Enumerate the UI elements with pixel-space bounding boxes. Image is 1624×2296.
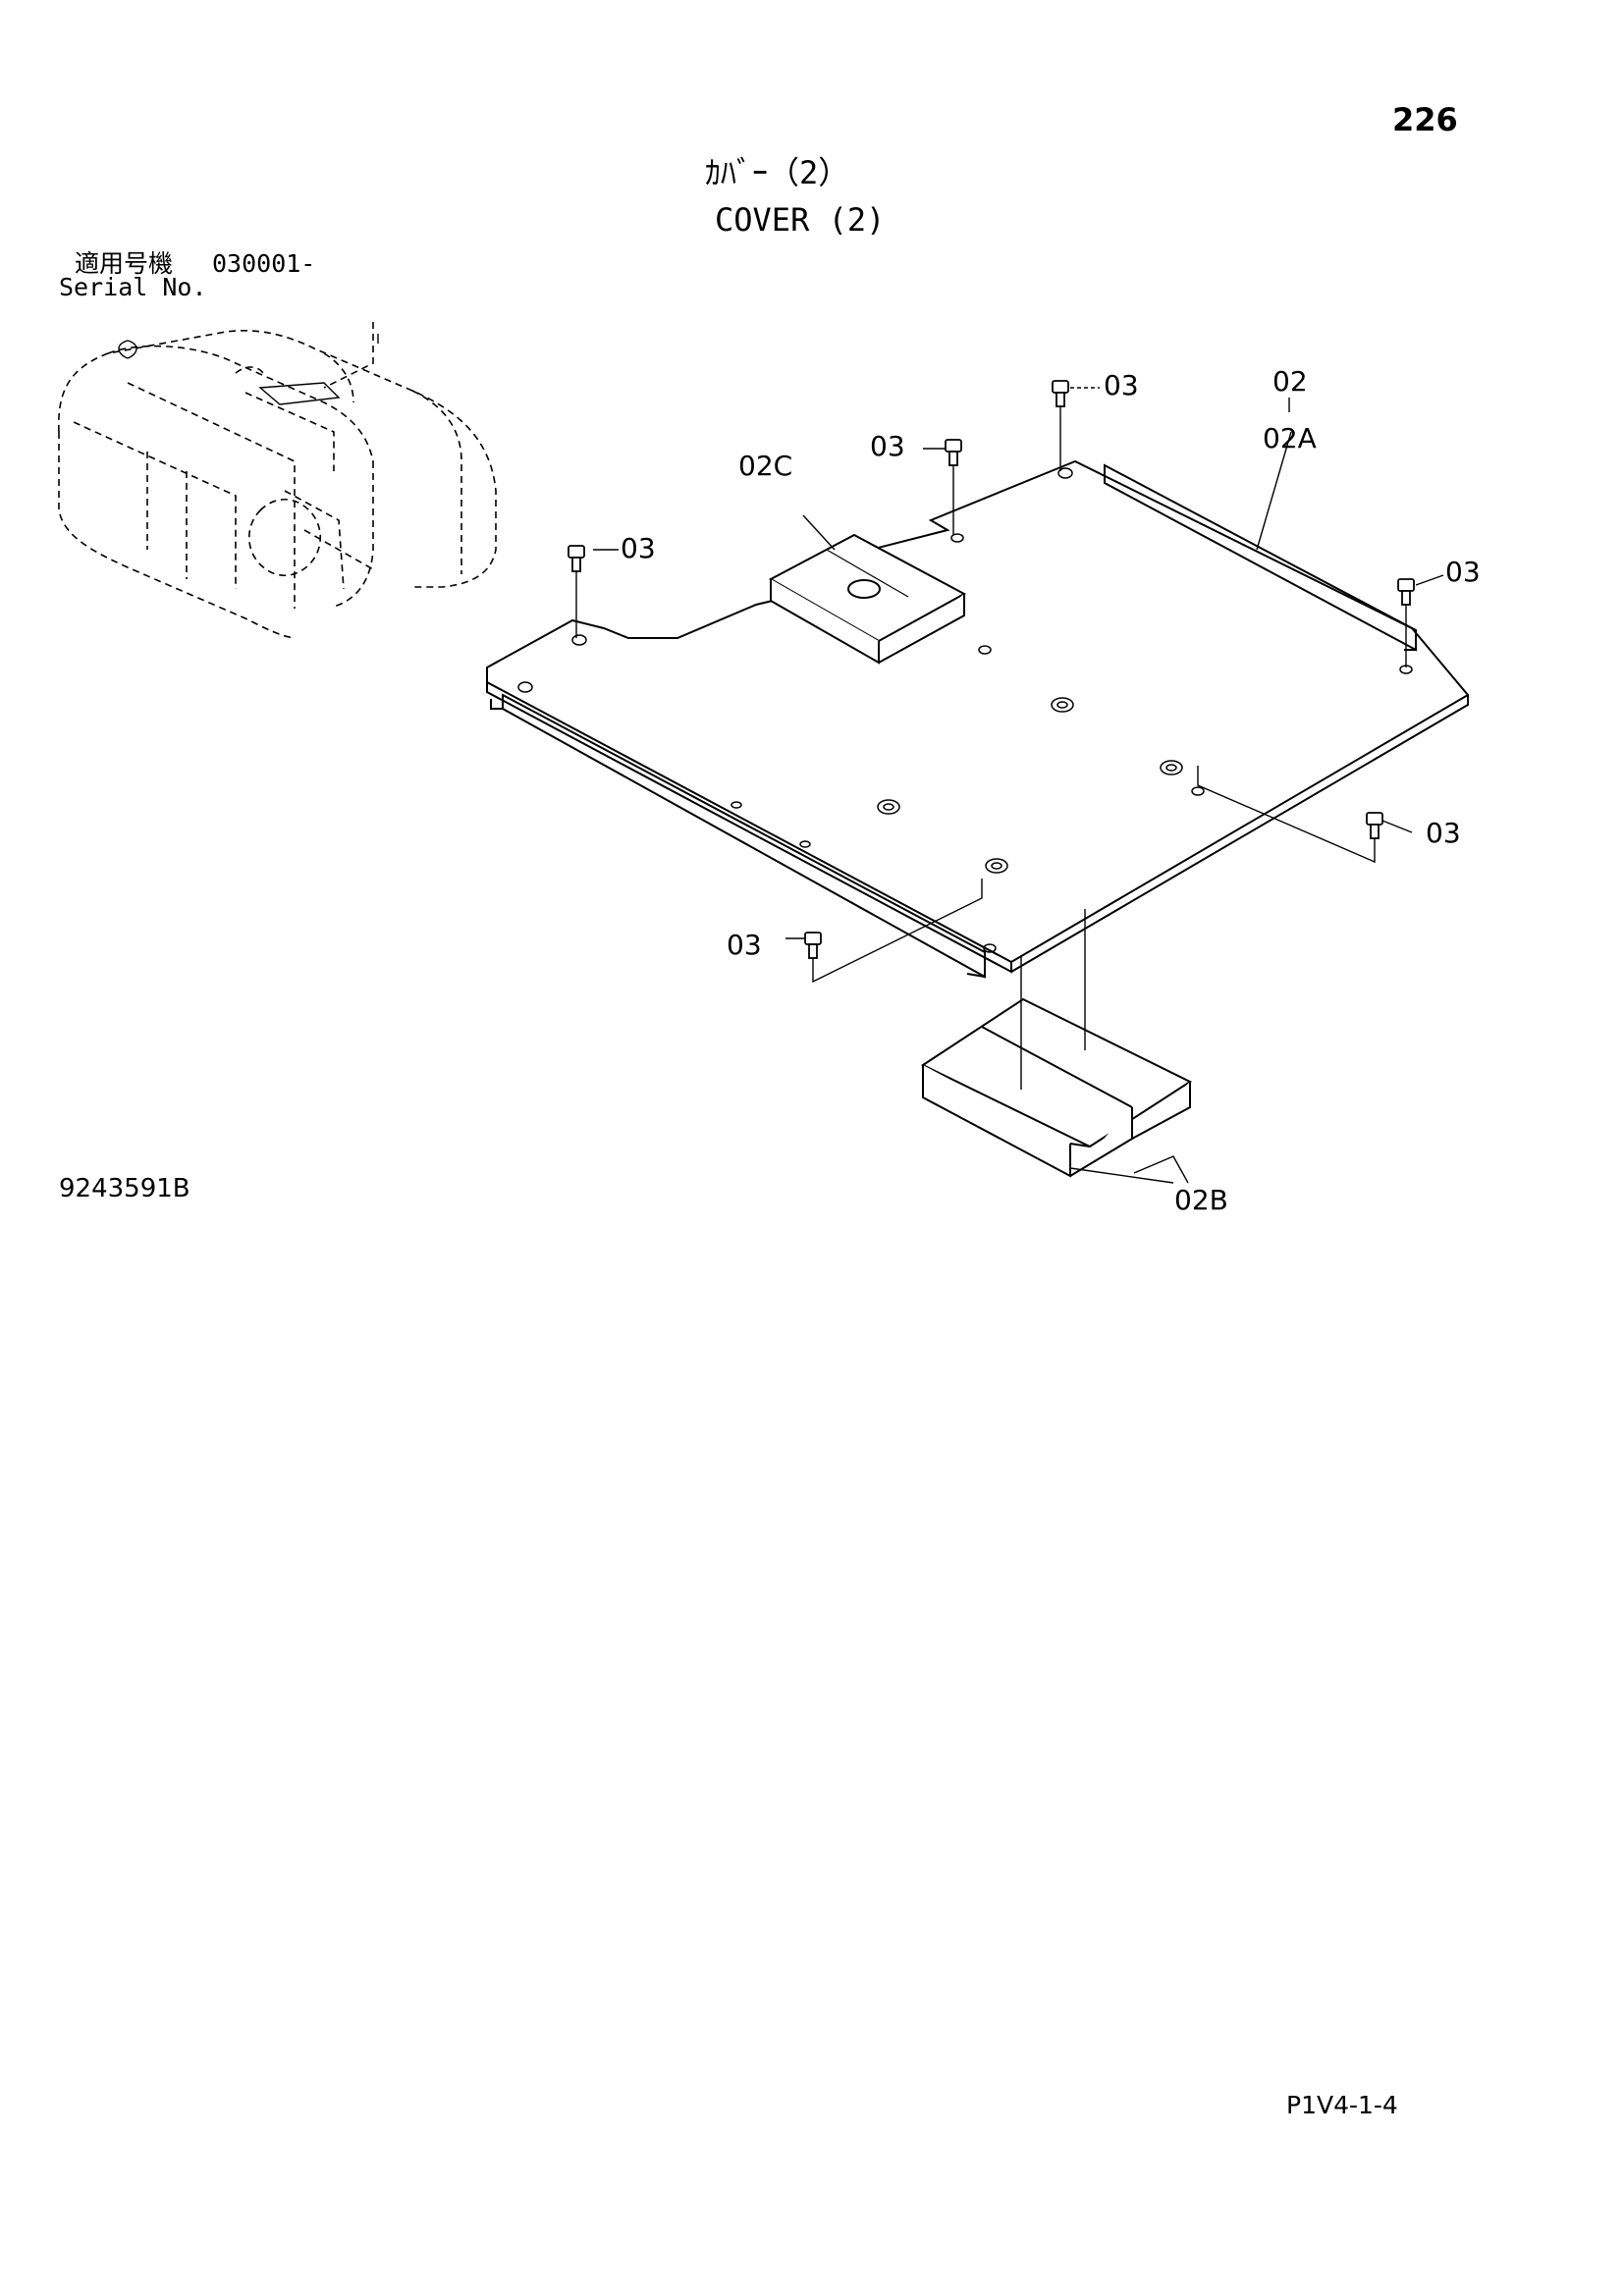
bolt-icon	[804, 932, 822, 959]
callout-03: 03	[1104, 369, 1139, 401]
bolt-icon	[945, 439, 962, 466]
cover-plate-02a	[486, 459, 1470, 979]
plate-holes	[517, 467, 1413, 953]
pads-02b	[920, 997, 1193, 1178]
bolt-icon	[568, 545, 585, 572]
page-number: 226	[1392, 101, 1458, 138]
callouts: 03 03 03 03 03 03 02 02A 02C 02B	[621, 365, 1481, 1216]
page-title-japanese: ｶﾊﾞｰ（2）	[705, 154, 850, 191]
callout-03: 03	[727, 929, 762, 961]
callout-02b: 02B	[1174, 1184, 1228, 1216]
serial-number-value: 030001-	[212, 249, 316, 278]
callout-02c: 02C	[738, 450, 792, 482]
callout-03: 03	[621, 532, 656, 564]
leader-lines	[575, 387, 1444, 1184]
page-title: COVER (2)	[715, 201, 886, 239]
drawing-number: 9243591B	[59, 1174, 190, 1203]
pad-02c	[768, 533, 967, 665]
callout-03: 03	[1445, 556, 1481, 588]
callout-03: 03	[1426, 817, 1461, 849]
machine-overview-sketch	[58, 322, 497, 639]
bolt-icon	[1397, 578, 1415, 606]
callout-02: 02	[1272, 365, 1308, 398]
serial-label: Serial No.	[59, 273, 207, 301]
callout-03: 03	[870, 430, 905, 462]
serial-label-japanese: 適用号機	[75, 249, 174, 278]
callout-02a: 02A	[1263, 422, 1317, 454]
machine-overview-solid	[118, 334, 379, 405]
bolt-icon	[1052, 380, 1069, 407]
sheet-code: P1V4-1-4	[1286, 2091, 1398, 2119]
bolt-icon	[1366, 812, 1383, 839]
